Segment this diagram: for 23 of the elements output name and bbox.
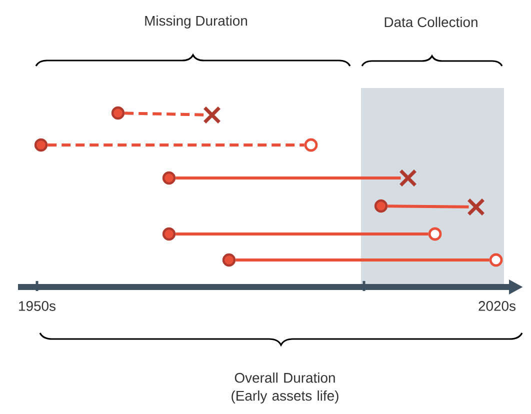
start-dot — [34, 138, 48, 152]
start-dot — [111, 106, 125, 120]
duration-line — [124, 112, 205, 116]
end-cross — [467, 198, 485, 216]
start-dot — [162, 227, 176, 241]
end-ring — [489, 253, 503, 267]
duration-line — [176, 232, 428, 236]
section-heading: Data Collection — [384, 16, 478, 28]
start-dot — [374, 199, 388, 213]
duration-line — [236, 258, 490, 262]
duration-line — [388, 204, 469, 208]
end-ring — [428, 227, 442, 241]
end-cross — [399, 169, 417, 187]
axis-label: 2020s — [478, 301, 516, 311]
duration-line — [48, 144, 304, 146]
start-dot — [162, 171, 176, 185]
start-dot — [222, 253, 236, 267]
end-cross — [203, 106, 221, 124]
duration-line — [176, 176, 401, 180]
brace-caption: Overall Duration (Early assets life) — [232, 372, 338, 404]
section-heading: Missing Duration — [145, 16, 248, 28]
end-ring — [304, 138, 318, 152]
axis-label: 1950s — [19, 301, 56, 311]
